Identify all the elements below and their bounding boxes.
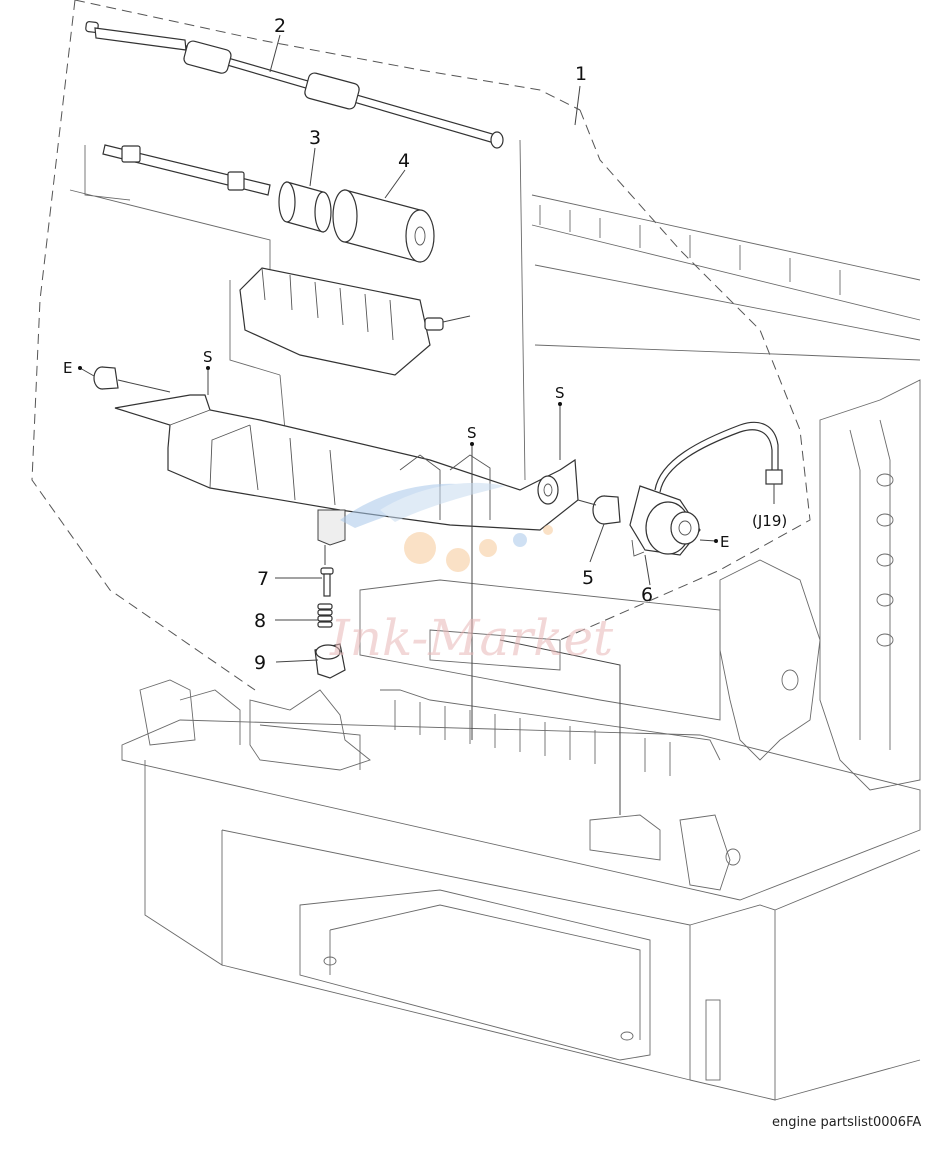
watermark-logo: Ink-Market [329,482,614,667]
e-right-dot [714,539,718,543]
leader-1 [574,85,581,126]
s3-dot [470,442,474,446]
left-bushing-leader [117,379,171,393]
s1-dot [206,366,210,370]
drive-shaft [102,144,271,196]
callout-3: 3 [309,127,321,149]
leader-s-right [499,405,621,815]
callout-4: 4 [398,150,410,172]
spring [317,603,333,628]
printer-body-right [531,194,921,791]
callout-5: 5 [582,567,594,589]
marker-e-left: E [63,359,72,377]
marker-s-center: S [467,424,477,442]
shaft-frame-lines [69,139,526,481]
callout-9: 9 [254,652,266,674]
s2-dot [558,402,562,406]
callout-8: 8 [254,610,266,632]
leader-e-left [79,367,95,377]
callout-7: 7 [257,568,269,590]
leader-3 [309,147,316,187]
right-bushing [592,495,621,525]
small-roller [278,181,332,233]
assembly-boundary-dashed [31,0,811,691]
leader-e-right [699,539,717,542]
leader-2 [269,34,281,73]
leader-5 [589,523,605,563]
connector-label-j19: (J19) [752,512,787,530]
callout-1: 1 [575,63,587,85]
marker-e-right: E [720,533,729,551]
printer-base [121,579,921,1101]
callout-2: 2 [274,15,286,37]
callout-6: 6 [641,584,653,606]
watermark-text: Ink-Market [329,609,614,667]
left-bushing [93,366,119,390]
leader-9 [275,659,319,663]
leader-4 [384,169,406,199]
figure-caption: engine partslist0006FA [772,1115,921,1130]
e-left-dot [78,366,82,370]
marker-s-right: S [555,384,565,402]
leader-6 [644,554,651,586]
motor [629,421,783,557]
upper-paper-guide [239,267,471,376]
screw [320,567,334,597]
feed-roller [332,189,435,263]
shaft-with-rollers [85,21,504,149]
holder-clip [314,643,346,679]
marker-s-left: S [203,348,213,366]
